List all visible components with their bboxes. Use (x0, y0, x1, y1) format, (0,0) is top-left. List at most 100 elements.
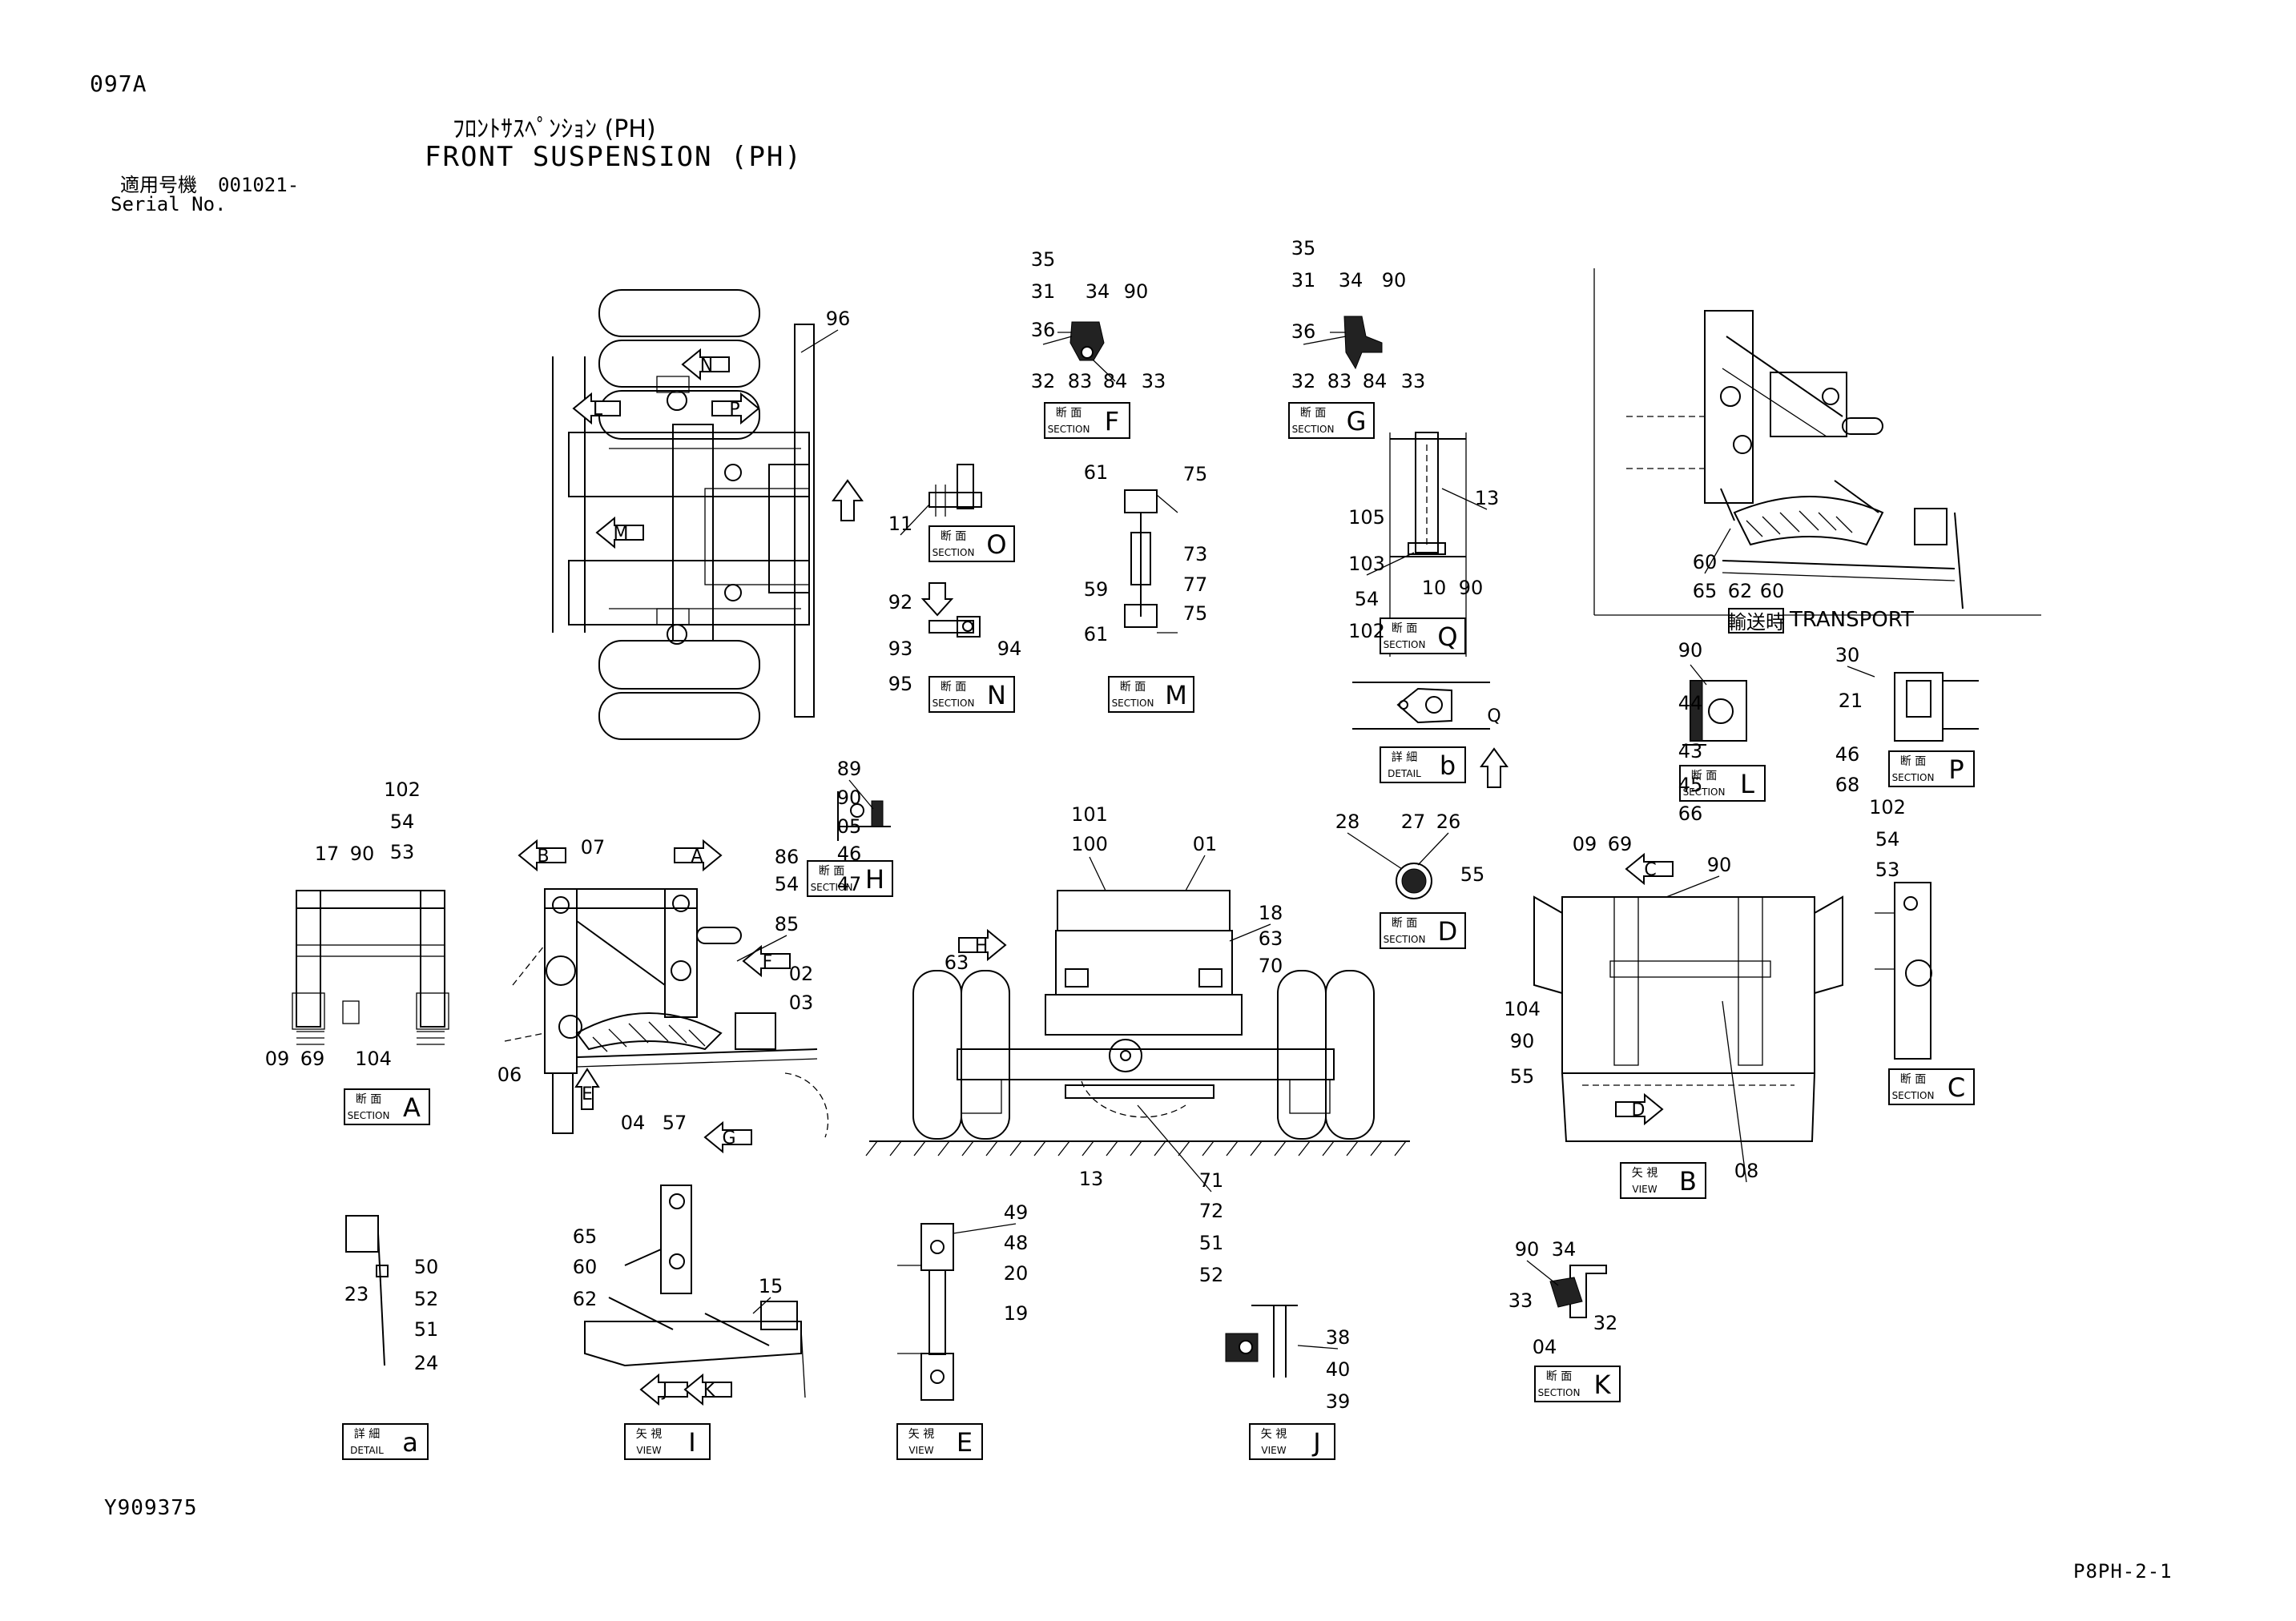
callout-number: 92 (888, 591, 913, 613)
callout-number: 72 (1199, 1200, 1224, 1222)
tag-letter: D (1438, 916, 1458, 947)
view-tag: 断 面 SECTION M (1108, 676, 1194, 713)
callout-number: 45 (1678, 774, 1703, 796)
callout-number: 51 (1199, 1232, 1224, 1254)
callout-number: 34 (1552, 1238, 1577, 1261)
callout-number: 62 (573, 1288, 598, 1310)
callout-number: 44 (1678, 692, 1703, 714)
tag-kind-jp: 断 面 (1691, 770, 1717, 782)
callout-number: 93 (888, 638, 913, 660)
tag-kind-en: VIEW (636, 1445, 661, 1456)
callout-number: 95 (888, 673, 913, 695)
view-arrow: N (681, 348, 730, 381)
section-tag: 断 面 SECTION C (1888, 1068, 1975, 1105)
tag-letter: H (865, 864, 884, 895)
callout-number: 54 (390, 810, 415, 833)
view-arrow: Q (1480, 706, 1509, 788)
section-tags: 断 面 SECTION F 断 面 SECTION G 断 面 SECTION … (342, 402, 1975, 1460)
callout-number: 13 (1475, 487, 1500, 509)
leader-lines (736, 329, 1875, 1349)
view-arrow: H (958, 928, 1007, 962)
tag-kind-jp: 矢 視 (1261, 1428, 1287, 1441)
callout-number: 04 (1533, 1336, 1557, 1358)
view-arrow: L (572, 392, 621, 425)
callout-number: 39 (1326, 1390, 1351, 1413)
view-arrow: D (1615, 1092, 1664, 1126)
tag-letter: b (1440, 750, 1456, 781)
callout-number: 05 (837, 815, 862, 838)
callout-number: 54 (1355, 588, 1380, 610)
callout-number: 102 (1869, 796, 1906, 819)
tag-letter: M (1165, 680, 1187, 710)
callout-number: 32 (1593, 1312, 1618, 1334)
callout-number: 17 (315, 843, 340, 865)
view-arrow: E (574, 1068, 600, 1110)
leader-line (1366, 552, 1415, 576)
tag-kind-en: VIEW (1632, 1184, 1657, 1195)
tag-kind-jp: 断 面 (1056, 407, 1082, 420)
tag-kind-en: SECTION (1538, 1387, 1581, 1398)
section-n-detail (928, 616, 981, 638)
callout-number: 15 (759, 1275, 783, 1297)
up-arrow-icon (832, 479, 864, 521)
down-arrow-icon (920, 582, 954, 617)
tag-kind-jp: 断 面 (1546, 1370, 1572, 1383)
leader-line (1303, 336, 1347, 345)
callout-number: 104 (1504, 998, 1541, 1020)
leader-line (1847, 666, 1875, 678)
callout-number: 27 (1401, 810, 1426, 833)
transport-label-en: TRANSPORT (1789, 608, 1914, 632)
tag-kind-jp: 矢 視 (636, 1428, 662, 1441)
callout-number: 75 (1183, 602, 1208, 625)
section-tag: 断 面 SECTION Q (1380, 617, 1466, 654)
callout-number: 65 (573, 1225, 598, 1248)
callout-number: 21 (1839, 690, 1863, 712)
tag-kind-jp: 矢 視 (908, 1428, 934, 1441)
leader-line (1137, 1104, 1212, 1193)
callout-number: 46 (1835, 743, 1860, 766)
callout-number: 60 (1760, 580, 1785, 602)
callout-number: 62 (1728, 580, 1753, 602)
callout-number: 90 (1510, 1030, 1535, 1052)
callout-number: 61 (1084, 461, 1109, 484)
callout-number: 04 (621, 1112, 646, 1134)
arrow-letter: P (729, 400, 739, 420)
leader-line (848, 779, 874, 810)
view-arrow: A (674, 839, 723, 872)
section-l-detail (1682, 680, 1747, 746)
leader-line (1347, 832, 1403, 870)
callout-number: 105 (1348, 506, 1385, 529)
tag-letter: G (1347, 406, 1367, 436)
callout-number: 70 (1259, 955, 1283, 977)
view-m-detail (1124, 489, 1178, 634)
arrow-letter: D (1632, 1100, 1645, 1120)
callout-number: 90 (1678, 639, 1703, 662)
callout-number: 33 (1401, 370, 1426, 392)
view-i-drawing (584, 1185, 806, 1398)
callout-number: 48 (1004, 1232, 1029, 1254)
callout-number: 90 (1459, 577, 1484, 599)
detail-a-drawing (345, 1215, 389, 1366)
leader-line (1297, 1345, 1339, 1349)
callout-number: 96 (826, 308, 851, 330)
callout-number: 55 (1460, 863, 1485, 886)
callout-number: 85 (775, 913, 800, 935)
callout-number: 71 (1199, 1169, 1224, 1192)
leader-line (1690, 664, 1707, 686)
arrow-letter: L (593, 400, 603, 420)
figure-id: Y909375 (104, 1496, 198, 1520)
tag-kind-jp: 断 面 (819, 865, 844, 878)
tag-kind-jp: 断 面 (1900, 1073, 1926, 1086)
section-tag: 断 面 SECTION A (344, 1088, 430, 1125)
view-j-drawing (1225, 1305, 1298, 1378)
leader-line (1526, 1260, 1559, 1286)
callout-number: 52 (1199, 1264, 1224, 1286)
tag-kind-en: SECTION (1112, 698, 1154, 709)
callout-number: 20 (1004, 1262, 1029, 1285)
tag-letter: L (1740, 769, 1754, 799)
tag-kind-jp: 詳 細 (1392, 751, 1417, 764)
view-arrows: N P L M B A F E (518, 348, 1674, 1406)
transport-label: 輸送時 TRANSPORT (1727, 608, 1914, 634)
